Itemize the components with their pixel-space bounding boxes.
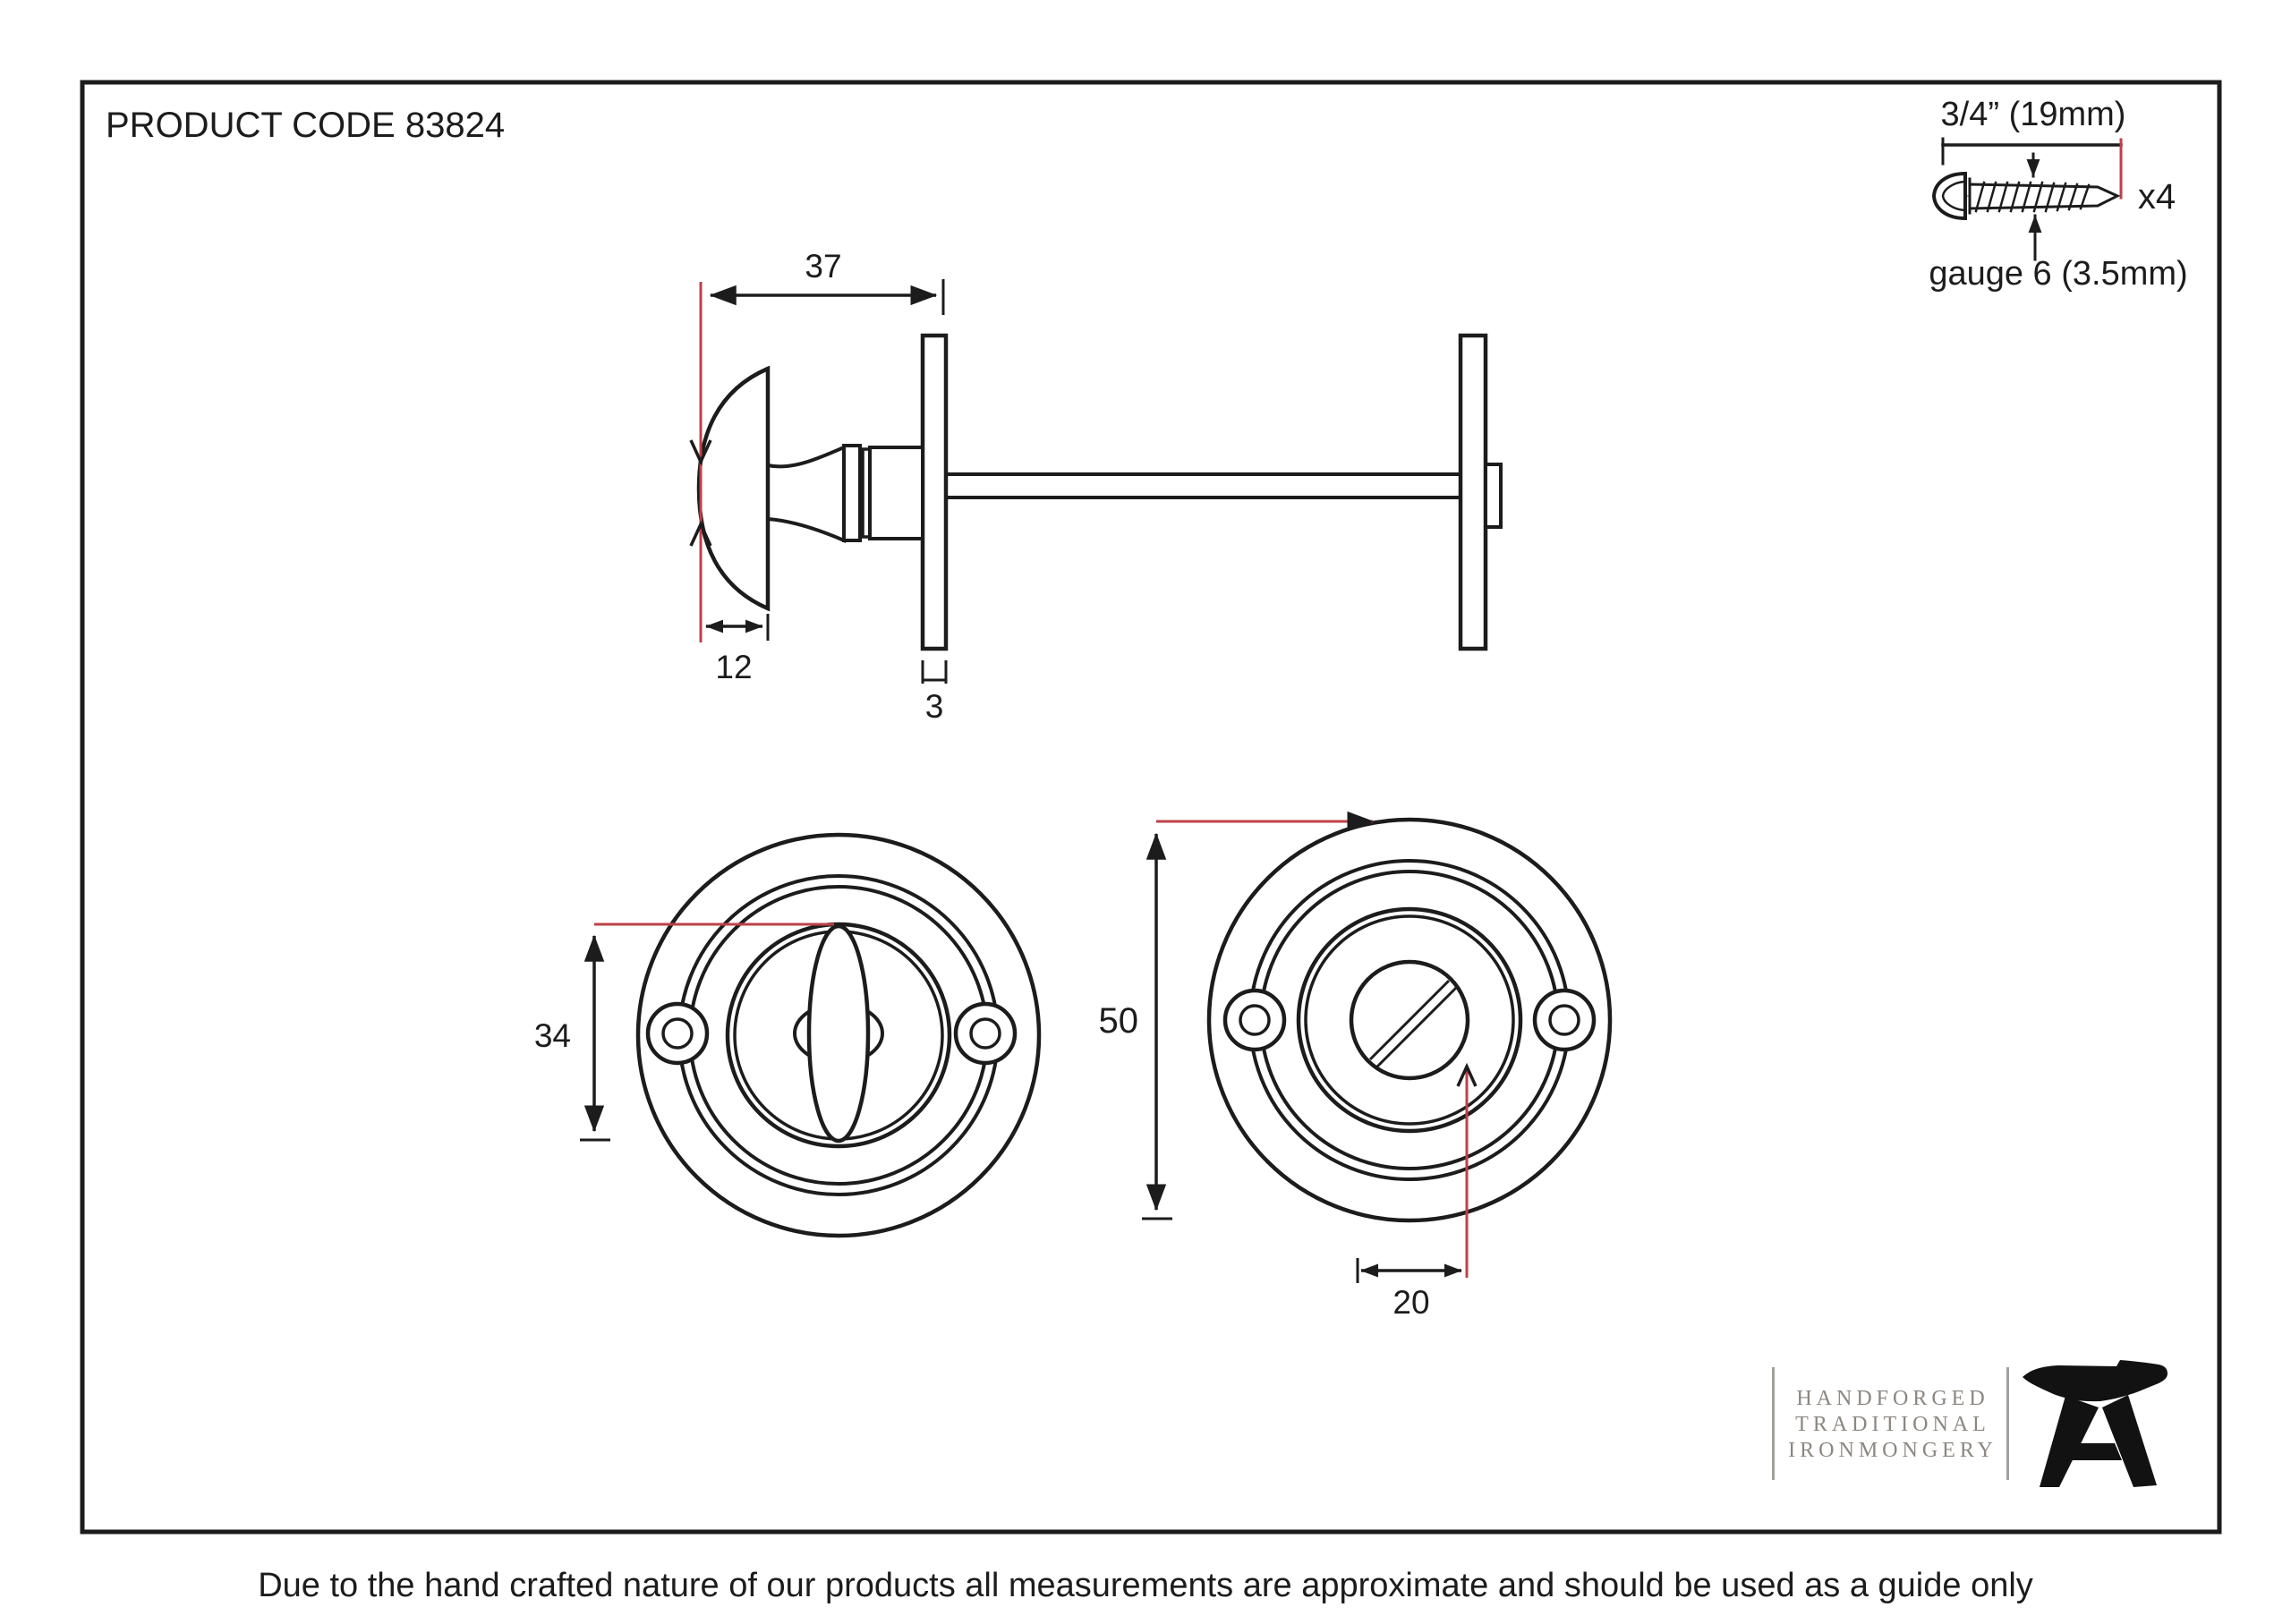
anvil-logo-icon — [2023, 1360, 2168, 1487]
screw-lug-left — [1222, 988, 1287, 1052]
coin-slot-line — [1368, 979, 1451, 1061]
knob-collar — [842, 444, 862, 542]
anvil-body — [2023, 1360, 2168, 1402]
footer-disclaimer: Due to the hand crafted nature of our pr… — [258, 1567, 2033, 1604]
logo-text-line3: IRONMONGERY — [1788, 1439, 1997, 1462]
screw-gauge-label: gauge 6 (3.5mm) — [1929, 255, 2187, 293]
screw-head-outline — [1931, 171, 1967, 221]
screw-head-detail — [1941, 180, 1966, 212]
boss-reference-chevron — [1456, 1062, 1478, 1087]
rose-inner-ring — [1304, 914, 1515, 1126]
thumbturn-face-view: 34 — [534, 832, 1042, 1238]
release-face-view: 50 20 — [1099, 811, 1613, 1321]
fixing-screw-diagram: 3/4” (19mm) — [1929, 96, 2187, 293]
thumbturn-side-view: 37 12 3 — [689, 248, 1503, 725]
reference-chevron-down — [689, 439, 712, 466]
anvil-left-leg — [2040, 1396, 2099, 1487]
release-plate-side — [1458, 333, 1488, 651]
dim-diameter-label: 50 — [1099, 1001, 1139, 1041]
drawing-border — [80, 80, 2222, 1535]
dim-boss-label: 20 — [1392, 1284, 1429, 1321]
reference-chevron-up — [689, 520, 712, 547]
product-code-label: PRODUCT CODE 83824 — [106, 106, 505, 145]
logo-divider-left — [1772, 1367, 1775, 1480]
screw-length-label: 3/4” (19mm) — [1941, 96, 2126, 133]
anvil-right-leg — [2102, 1395, 2157, 1487]
logo-text-line2: TRADITIONAL — [1795, 1413, 1990, 1436]
screw-lug-right — [953, 1001, 1018, 1066]
screw-icon — [1931, 171, 2121, 221]
screw-quantity-label: x4 — [2138, 177, 2176, 217]
dim-depth-label: 12 — [715, 649, 752, 685]
screw-lug-right — [1532, 988, 1597, 1052]
knob-dome-outline — [696, 365, 771, 612]
coin-slot-line — [1375, 986, 1458, 1068]
knob-hub-cylinder — [868, 446, 924, 540]
dim-turn-label: 34 — [534, 1017, 571, 1054]
dim-thickness-label: 3 — [925, 688, 944, 725]
spindle-bar — [944, 472, 1462, 499]
logo-text-line1: HANDFORGED — [1796, 1387, 1989, 1410]
screw-threads — [1974, 181, 2091, 213]
brand-logo: HANDFORGED TRADITIONAL IRONMONGERY — [1772, 1360, 2168, 1487]
logo-divider-right — [2006, 1367, 2009, 1480]
rose-plate-side — [920, 333, 949, 651]
anvil-crossbar — [2072, 1443, 2122, 1460]
screw-lug-left — [645, 1001, 710, 1066]
release-spindle-nub — [1484, 463, 1503, 529]
dim-projection-label: 37 — [805, 248, 841, 285]
thumbturn-oval — [806, 923, 871, 1144]
